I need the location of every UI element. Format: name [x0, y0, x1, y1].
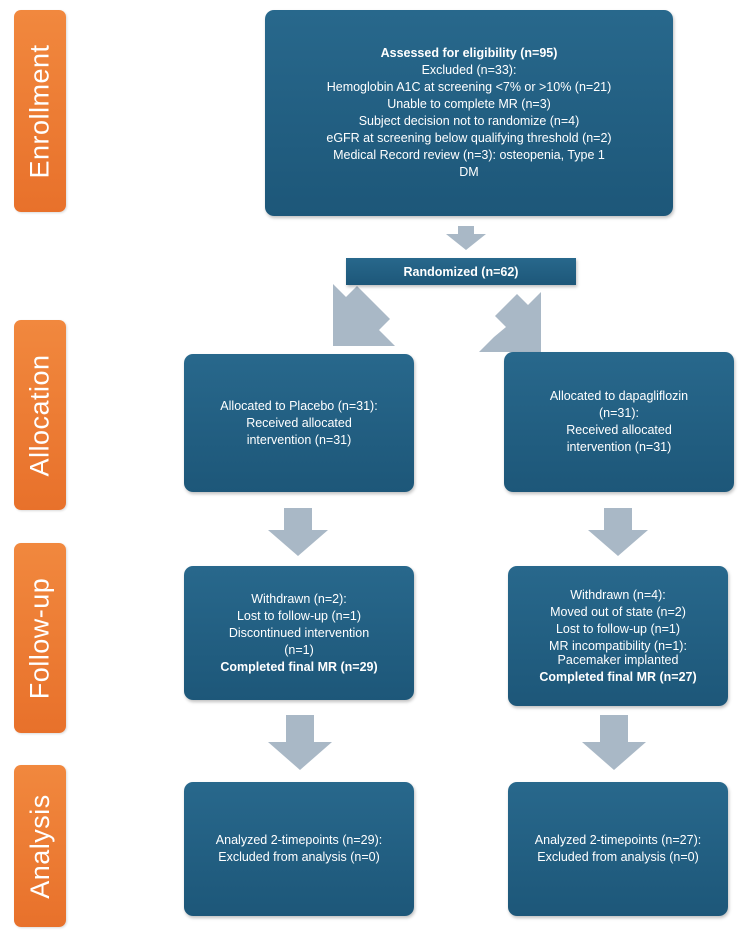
completed-final-mr: Completed final MR (n=27): [539, 669, 697, 684]
arrow-down-enrollment: [446, 226, 486, 250]
analyzed-count: Analyzed 2-timepoints (n=29):: [215, 833, 383, 847]
moved-out-of-state: Moved out of state (n=2): [550, 604, 686, 619]
exclusion-reason-cont: DM: [459, 165, 479, 179]
exclusion-reason: Subject decision not to randomize (n=4): [358, 114, 580, 128]
discontinued-count: (n=1): [284, 642, 314, 657]
excluded-heading: Excluded (n=33):: [421, 63, 517, 77]
completed-final-mr: Completed final MR (n=29): [220, 659, 378, 674]
received-label: Received allocated: [566, 423, 672, 437]
enrollment-box: Assessed for eligibility (n=95) Excluded…: [265, 10, 673, 216]
excluded-from-analysis: Excluded from analysis (n=0): [537, 850, 699, 864]
stage-followup: Follow-up: [14, 543, 66, 733]
intervention-count: intervention (n=31): [246, 432, 352, 447]
withdrawn-count: Withdrawn (n=4):: [570, 587, 666, 602]
arrow-down-alloc-right: [588, 508, 648, 556]
analysis-placebo-box: Analyzed 2-timepoints (n=29): Excluded f…: [184, 782, 414, 916]
lost-to-followup: Lost to follow-up (n=1): [236, 608, 362, 623]
analyzed-count: Analyzed 2-timepoints (n=27):: [534, 833, 702, 847]
withdrawn-count: Withdrawn (n=2):: [251, 591, 347, 606]
received-label: Received allocated: [246, 415, 352, 430]
pacemaker-implanted: Pacemaker implanted: [557, 652, 679, 667]
followup-placebo-box: Withdrawn (n=2): Lost to follow-up (n=1)…: [184, 566, 414, 700]
stage-analysis: Analysis: [14, 765, 66, 927]
allocated-dapagliflozin-count: (n=31):: [599, 406, 639, 420]
discontinued-intervention: Discontinued intervention: [228, 625, 370, 640]
allocated-dapagliflozin: Allocated to dapagliflozin: [549, 389, 689, 403]
exclusion-reason: Medical Record review (n=3): osteopenia,…: [333, 148, 605, 162]
stage-enrollment: Enrollment: [14, 10, 66, 212]
followup-dapagliflozin-box: Withdrawn (n=4): Moved out of state (n=2…: [508, 566, 728, 706]
allocation-placebo-box: Allocated to Placebo (n=31): Received al…: [184, 354, 414, 492]
exclusion-reason: Unable to complete MR (n=3): [387, 97, 551, 111]
allocated-placebo: Allocated to Placebo (n=31):: [220, 398, 378, 413]
assessed-title: Assessed for eligibility (n=95): [380, 46, 558, 60]
arrow-down-follow-left: [268, 715, 332, 770]
allocation-dapagliflozin-box: Allocated to dapagliflozin (n=31): Recei…: [504, 352, 734, 492]
arrow-down-alloc-left: [268, 508, 328, 556]
intervention-count: intervention (n=31): [566, 440, 672, 454]
randomized-box: Randomized (n=62): [346, 258, 576, 285]
lost-to-followup: Lost to follow-up (n=1): [555, 621, 681, 636]
excluded-from-analysis: Excluded from analysis (n=0): [218, 850, 380, 864]
arrow-diag-right: [479, 292, 541, 352]
randomized-label: Randomized (n=62): [403, 264, 519, 279]
stage-allocation: Allocation: [14, 320, 66, 510]
exclusion-reason: Hemoglobin A1C at screening <7% or >10% …: [326, 80, 612, 94]
exclusion-reason: eGFR at screening below qualifying thres…: [326, 131, 612, 145]
arrow-down-follow-right: [582, 715, 646, 770]
arrow-diag-left: [333, 284, 395, 346]
mr-incompatibility: MR incompatibility (n=1):: [549, 638, 687, 653]
analysis-dapagliflozin-box: Analyzed 2-timepoints (n=27): Excluded f…: [508, 782, 728, 916]
